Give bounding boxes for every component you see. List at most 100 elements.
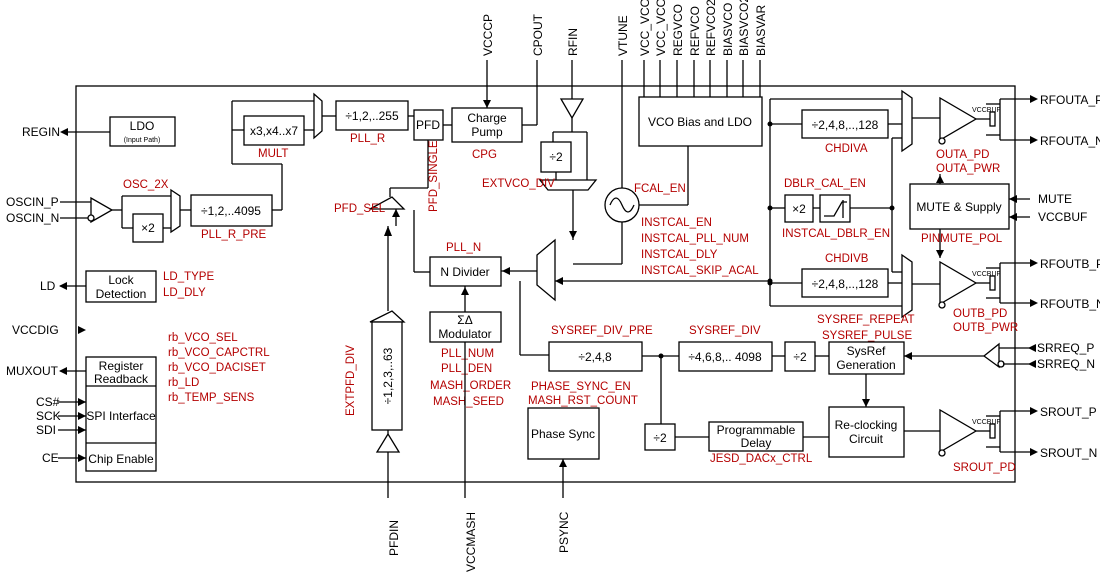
pin-vtune-label: VTUNE — [616, 15, 630, 56]
vco-bias-label: VCO Bias and LDO — [648, 115, 752, 129]
ldo-label: LDO — [130, 119, 155, 133]
chdivb-block: ÷2,4,8,..,128 — [801, 268, 889, 298]
n-divider-label: N Divider — [440, 265, 489, 279]
outb-pd-label: OUTB_PD — [953, 308, 1007, 320]
pin-regin-label: REGIN — [22, 125, 60, 139]
pin-oscin: OSCIN_P OSCIN_N — [6, 195, 91, 225]
pin-muxout-label: MUXOUT — [6, 364, 59, 378]
rb-ld-label: rb_LD — [168, 377, 199, 389]
pin-rfin-label: RFIN — [566, 28, 580, 56]
fcal-en-label: FCAL_EN — [634, 183, 686, 195]
pin-srreq-p-label: SRREQ_P — [1037, 341, 1094, 355]
readback-label-2: Readback — [94, 372, 149, 386]
instcal-pll-num-label: INSTCAL_PLL_NUM — [641, 233, 749, 245]
readback-label-1: Register — [99, 359, 144, 373]
register-readback-block: Register Readback SPI Interface Chip Ena… — [85, 356, 157, 472]
sd-label-1: ΣΔ — [457, 313, 472, 327]
ld-type-label: LD_TYPE — [163, 271, 214, 283]
mult-block: x3,x4..x7 MULT — [243, 115, 305, 160]
vccbuf-tag: VCCBUF — [972, 107, 1001, 114]
instcal-dblr-en-label: INSTCAL_DBLR_EN — [782, 228, 890, 240]
n-divider-block: N Divider PLL_N — [429, 242, 502, 287]
pfd-single-label: PFD_SINGLE — [428, 140, 440, 212]
pin-rfoutb-n-label: RFOUTB_N — [1040, 297, 1100, 311]
rb-vco-sel-label: rb_VCO_SEL — [168, 332, 238, 344]
extpfd-div-block — [371, 321, 403, 431]
sysref-div-label: SYSREF_DIV — [689, 325, 761, 337]
mult-div-label: x3,x4..x7 — [250, 124, 298, 138]
extpfd-mux — [369, 310, 406, 323]
osc-mux — [170, 188, 181, 234]
mult-label: MULT — [258, 148, 288, 160]
pin-biasvco-label: BIASVCO — [721, 3, 735, 56]
reclock-block: Re-clocking Circuit — [828, 406, 905, 458]
phase-sync-label: Phase Sync — [531, 427, 595, 441]
outa-mux — [901, 89, 913, 153]
dblr-cal-en-label: DBLR_CAL_EN — [784, 178, 866, 190]
dblr-x2-label: ×2 — [792, 202, 806, 216]
pin-srout-n-label: SROUT_N — [1040, 446, 1097, 460]
pll-r-block: ÷1,2,..255 PLL_R — [335, 100, 409, 145]
pin-srout-p-label: SROUT_P — [1040, 405, 1097, 419]
rb-temp-sens-label: rb_TEMP_SENS — [168, 392, 255, 404]
osc-x2-label: ×2 — [141, 221, 155, 235]
pin-refvco-label: REFVCO — [688, 6, 702, 56]
sysref-gen-label-2: Generation — [836, 358, 895, 372]
ld-dly-label: LD_DLY — [163, 287, 206, 299]
instcal-dly-label: INSTCAL_DLY — [641, 249, 718, 261]
sigma-delta-block: ΣΔ Modulator — [429, 311, 502, 343]
prog-delay-label-1: Programmable — [717, 423, 796, 437]
srout-buffer: VCCBUF — [938, 408, 1030, 457]
rfin-div2-label: ÷2 — [549, 150, 563, 164]
mash-order-label: MASH_ORDER — [430, 380, 511, 392]
sysref-pre-div-label: ÷2,4,8 — [578, 350, 612, 364]
pin-ce-label: CE — [42, 451, 59, 465]
outb-buffer: VCCBUF — [938, 260, 1030, 309]
sysref-div-block: ÷4,6,8,.. 4098 — [678, 341, 773, 372]
mute-supply-block: MUTE & Supply — [909, 183, 1010, 230]
sysref-gen-label-1: SysRef — [847, 344, 886, 358]
extvco-mux — [538, 179, 598, 191]
pin-spi: CS# SCK SDI — [36, 395, 86, 437]
dblr-x2-block — [784, 194, 814, 223]
pin-vcc-vco2-label: VCC_VCO2 — [654, 0, 668, 56]
prog-delay-label-2: Delay — [741, 436, 772, 450]
delay-div2-label: ÷2 — [653, 431, 667, 445]
pfd-block: PFD — [413, 109, 444, 141]
outa-pd-label: OUTA_PD — [936, 149, 989, 161]
sysref-div-pre-label: SYSREF_DIV_PRE — [551, 325, 653, 337]
mash-rst-count-label: MASH_RST_COUNT — [528, 395, 638, 407]
pin-rfouta-n-label: RFOUTA_N — [1040, 134, 1100, 148]
chdiva-label: CHDIVA — [825, 143, 868, 155]
pin-oscin-n-label: OSCIN_N — [6, 211, 59, 225]
pin-rfoutb-p-label: RFOUTB_P — [1040, 257, 1100, 271]
ldo-block: LDO (Input Path) — [109, 116, 176, 147]
charge-pump-label-2: Pump — [471, 125, 503, 139]
srout-pd-label: SROUT_PD — [953, 462, 1016, 474]
arrow-icon — [59, 367, 67, 375]
pin-sck-label: SCK — [36, 409, 61, 423]
extvco-div-label: EXTVCO_DIV — [482, 178, 555, 190]
phase-sync-block: Phase Sync — [527, 407, 600, 460]
vco-bias-block: VCO Bias and LDO — [638, 96, 763, 147]
ldo-sublabel: (Input Path) — [124, 137, 161, 144]
pin-vcc-vco-label: VCC_VCO — [638, 0, 652, 56]
pinmute-pol-label: PINMUTE_POL — [921, 233, 1003, 245]
pll-r-div-label: ÷1,2,..255 — [345, 109, 399, 123]
rb-vco-capctrl-label: rb_VCO_CAPCTRL — [168, 347, 270, 359]
pin-biasvar-label: BIASVAR — [754, 5, 768, 56]
pin-muxout: MUXOUT — [6, 364, 86, 378]
charge-pump-label-1: Charge — [467, 111, 507, 125]
reclock-label-1: Re-clocking — [835, 418, 898, 432]
pin-cs-label: CS# — [36, 395, 60, 409]
vco-bias-pins: VCC_VCO VCC_VCO2 REGVCO REFVCO REFVCO2 B… — [638, 0, 768, 97]
vccbuf-tag-b: VCCBUF — [972, 271, 1001, 278]
extpfd-div-value: ÷1,2,3,..63 — [381, 347, 395, 404]
pin-vccdig-label: VCCDIG — [12, 323, 59, 337]
sysref-repeat-label: SYSREF_REPEAT — [817, 314, 915, 326]
pin-rfouta-p-label: RFOUTA_P — [1040, 93, 1100, 107]
osc-buffer: ×2 OSC_2X — [87, 179, 191, 243]
arrow-icon — [59, 282, 67, 290]
pll-r-pre-label: PLL_R_PRE — [201, 229, 267, 241]
pfd-label: PFD — [416, 118, 440, 132]
